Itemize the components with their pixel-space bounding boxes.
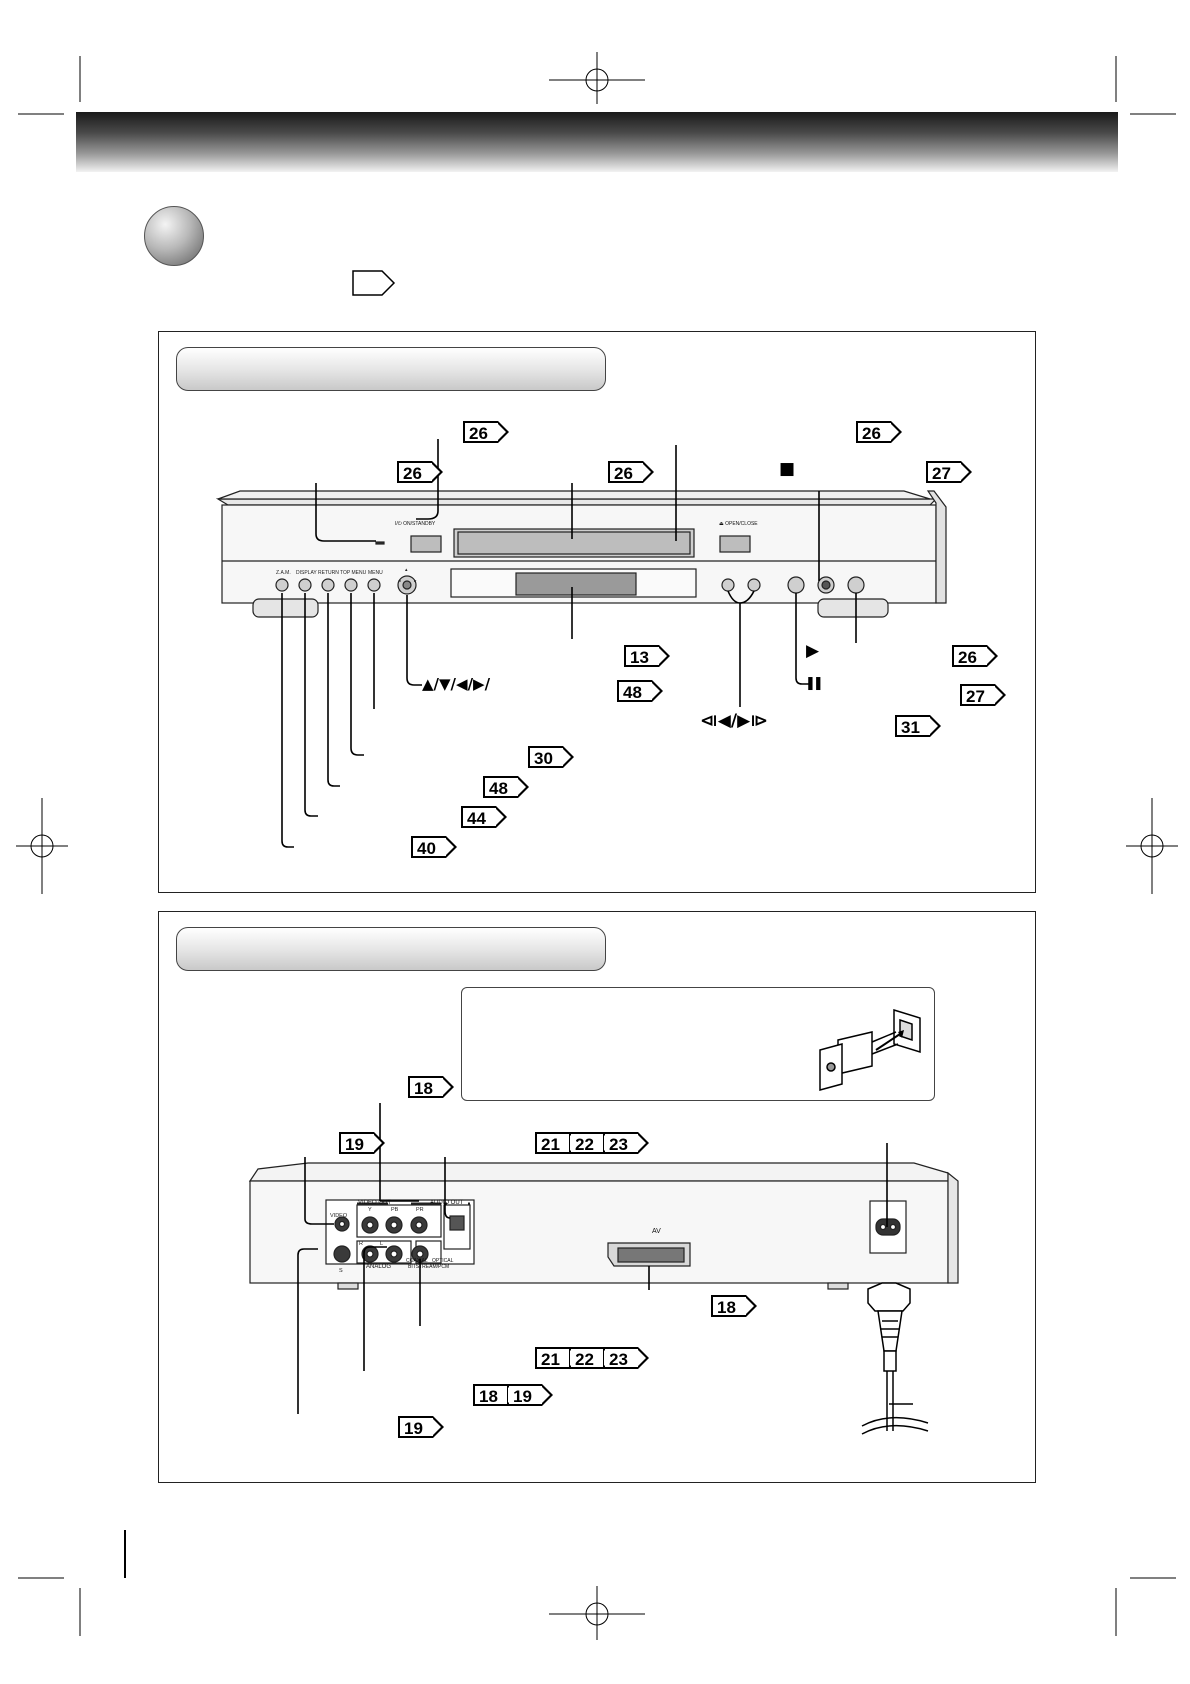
svg-text:RETURN: RETURN	[318, 570, 339, 576]
arrow-keys-icon: ▲/▼/◀/▶/	[422, 675, 491, 693]
svg-text:PR: PR	[416, 1207, 424, 1213]
skip-icon: ⧏◀/▶⧐	[700, 711, 768, 731]
video-out-label: VIDEO OUT	[358, 1200, 392, 1206]
page-ref: 27	[926, 461, 972, 483]
page-ref: 31	[895, 715, 941, 737]
svg-text:◂: ◂	[398, 578, 401, 584]
svg-text:TOP MENU: TOP MENU	[340, 570, 367, 576]
page-ref: 19	[339, 1132, 385, 1154]
page-ref: 22	[569, 1132, 615, 1154]
svg-text:▸: ▸	[414, 578, 417, 584]
page-ref: 18	[408, 1076, 454, 1098]
av-label: AV	[652, 1228, 661, 1235]
open-close-label: ⏏ OPEN/CLOSE	[719, 521, 758, 527]
svg-text:VIDEO: VIDEO	[330, 1213, 348, 1219]
power-plug-icon	[819, 1008, 921, 1091]
rear-panel-tab	[176, 927, 606, 971]
rear-panel-diagram: VIDEO S Y PB PR R L	[248, 1103, 959, 1435]
page-ref: 26	[463, 421, 509, 443]
page-ref: 21	[535, 1132, 581, 1154]
svg-text:Z.A.M.: Z.A.M.	[276, 570, 291, 576]
svg-text:L: L	[380, 1241, 383, 1247]
page-ref: 13	[624, 645, 670, 667]
front-panel-tab	[176, 347, 606, 391]
page-ref-arrow-icon	[352, 270, 396, 296]
page-ref: 40	[411, 836, 457, 858]
page-ref: 27	[960, 684, 1006, 706]
header-band	[76, 112, 1118, 172]
front-panel-section	[158, 331, 1036, 893]
analog-label: ANALOG	[366, 1264, 392, 1270]
svg-text:▴: ▴	[405, 567, 408, 573]
page-ref: 48	[483, 776, 529, 798]
stop-icon: ■	[779, 459, 796, 479]
page-ref: 18	[711, 1295, 757, 1317]
page-ref: 23	[603, 1347, 649, 1369]
page-ref: 26	[952, 645, 998, 667]
svg-text:DISPLAY: DISPLAY	[296, 570, 317, 576]
svg-text:PB: PB	[391, 1207, 399, 1213]
svg-text:S: S	[339, 1268, 343, 1274]
page-ref: 21	[535, 1347, 581, 1369]
pause-icon: ❚❚	[805, 676, 824, 691]
section-bullet	[144, 206, 204, 266]
optical-label: OPTICAL	[432, 1258, 454, 1264]
audio-out-label: AUDIO OUT	[430, 1200, 464, 1206]
play-icon: ▶	[806, 641, 820, 661]
page-ref: 30	[528, 746, 574, 768]
bitstream-label: BITSTREAM/PCM	[408, 1264, 450, 1270]
page-ref: 26	[856, 421, 902, 443]
page-ref: 44	[461, 806, 507, 828]
power-standby-label: I/⏻ ON/STANDBY	[395, 521, 436, 527]
page-ref: 19	[398, 1416, 444, 1438]
svg-text:R: R	[359, 1241, 363, 1247]
page-ref: 48	[617, 680, 663, 702]
coaxial-label: COAXIAL	[406, 1258, 428, 1264]
page-ref: 26	[397, 461, 443, 483]
rear-panel-section	[158, 911, 1036, 1483]
svg-text:MENU: MENU	[368, 570, 383, 576]
page-ref: 26	[608, 461, 654, 483]
svg-text:Y: Y	[368, 1207, 372, 1213]
page-ref: 18	[473, 1384, 519, 1406]
